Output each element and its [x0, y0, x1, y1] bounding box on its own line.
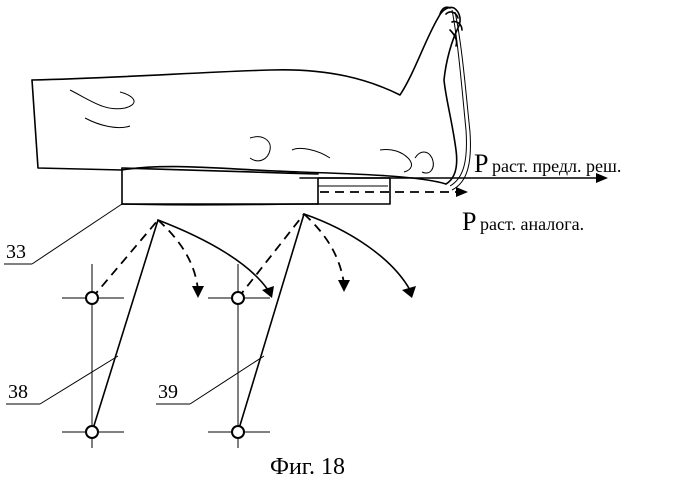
- force-proposed-symbol: P: [474, 149, 488, 178]
- figure-caption: Фиг. 18: [270, 454, 345, 480]
- leg-outline: [32, 7, 470, 190]
- force-arrow-analog: [320, 187, 468, 197]
- force-analog-symbol: P: [462, 207, 476, 236]
- ref-label-33: 33: [6, 241, 26, 263]
- force-analog-subscript: раст. аналога.: [480, 214, 584, 234]
- linkage-38: [62, 220, 274, 448]
- pivot-38-lower: [86, 426, 98, 438]
- force-proposed-subscript: раст. предл. реш.: [492, 156, 621, 176]
- ref-label-38: 38: [8, 381, 28, 403]
- linkage-39: [208, 214, 416, 448]
- pivot-39-upper: [232, 292, 244, 304]
- pivot-38-upper: [86, 292, 98, 304]
- pivot-39-lower: [232, 426, 244, 438]
- ref-label-39: 39: [158, 381, 178, 403]
